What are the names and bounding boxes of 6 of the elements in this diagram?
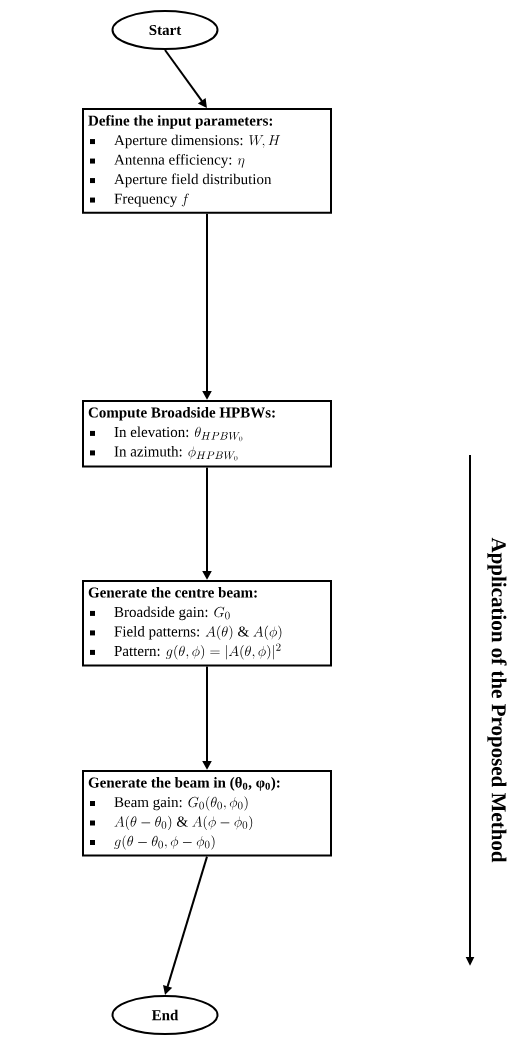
process-box: Compute Broadside HPBWs: $\text{In elevation: }\theta_{HPBW_0}$ $\text{In azimuth: }\phi_{HPBW_0}$ — [82, 400, 332, 468]
side-label: Application of the Proposed Method — [487, 537, 507, 863]
process-box: Generate the centre beam: $\text{Broadside gain: }G_0$ $\text{Field patterns: }A(\theta)\ \&\ A(\phi)$ $\text{Pattern: }g(\theta,\phi)=|A(\theta,\phi)|^2$ — [82, 580, 332, 667]
arrow — [164, 49, 207, 108]
process-box: Define the input parameters: $\text{Aperture dimensions: }W, H$ $\text{Antenna efficiency: }\eta$ $\text{Aperture field distribution}$ $\text{Frequency }f$ — [82, 108, 332, 214]
process-box: Generate the beam in (θ$_{0}$, φ$_{0}$): $\text{Beam gain: }G_0(\theta_0,\phi_0)$ $A(\theta-\theta_0)\ \&\ A(\phi-\phi_0)$ $g(\theta-\theta_0,\phi-\phi_0)$ — [82, 770, 332, 857]
